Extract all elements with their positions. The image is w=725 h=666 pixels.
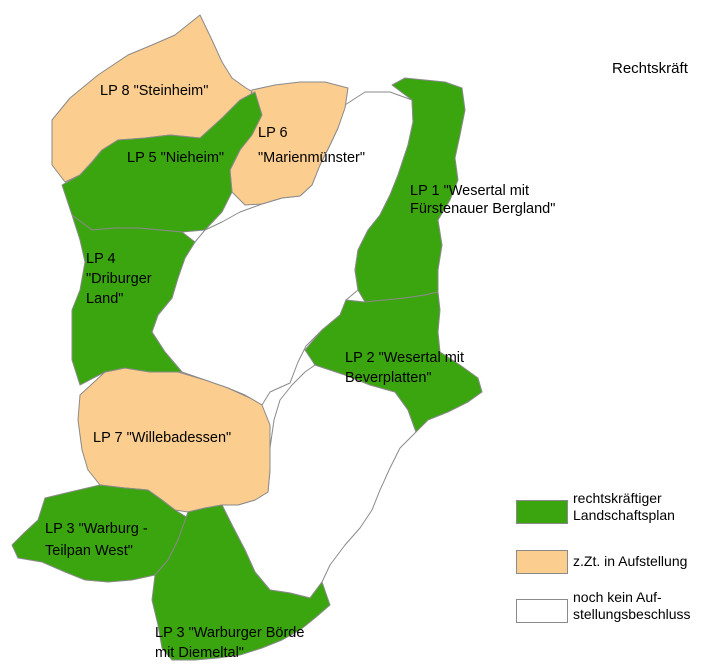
legend-text-in-preparation: z.Zt. in Aufstellung [573,553,688,569]
region-lp4-driburger-land[interactable] [71,214,196,386]
label-lp4-line1: LP 4 [86,251,116,267]
region-lp2-wesertal-beverplatten[interactable] [304,291,483,433]
region-lp3-warburger-boerde[interactable] [151,504,331,661]
label-lp6-line1: LP 6 [258,125,288,141]
legend-text-line: noch kein Auf- [573,589,662,605]
legend-swatch-green [516,500,568,524]
legend-swatch-white [516,599,568,623]
label-lp5: LP 5 "Nieheim" [127,150,224,166]
legend-text-line: stellungsbeschluss [573,606,691,622]
legend-text-line: Landschaftsplan [573,507,675,523]
label-lp3a-line1: LP 3 "Warburg - [45,521,148,537]
label-lp1-line2: Fürstenauer Bergland" [410,201,555,217]
legend-swatch-orange [516,550,568,574]
label-lp6-line2: "Marienmünster" [258,150,365,166]
legend-text-no-resolution: noch kein Auf- stellungsbeschluss [573,589,691,623]
label-lp7: LP 7 "Willebadessen" [93,430,231,446]
label-lp8: LP 8 "Steinheim" [100,83,208,99]
label-lp1-line1: LP 1 "Wesertal mit [410,183,529,199]
label-lp3b-line2: mit Diemeltal" [155,645,244,661]
legend-text-legally-binding: rechtskräftiger Landschaftsplan [573,490,675,524]
label-lp4-line2: "Driburger [86,271,152,287]
label-lp2-line2: Beverplatten" [345,370,432,386]
label-lp3b-line1: LP 3 "Warburger Börde [155,625,304,641]
label-lp3a-line2: Teilpan West" [45,543,133,559]
label-lp2-line1: LP 2 "Wesertal mit [345,350,464,366]
legend-text-line: rechtskräftiger [573,490,662,506]
map-title: Rechtskräft [612,60,688,77]
label-lp4-line3: Land" [86,291,123,307]
